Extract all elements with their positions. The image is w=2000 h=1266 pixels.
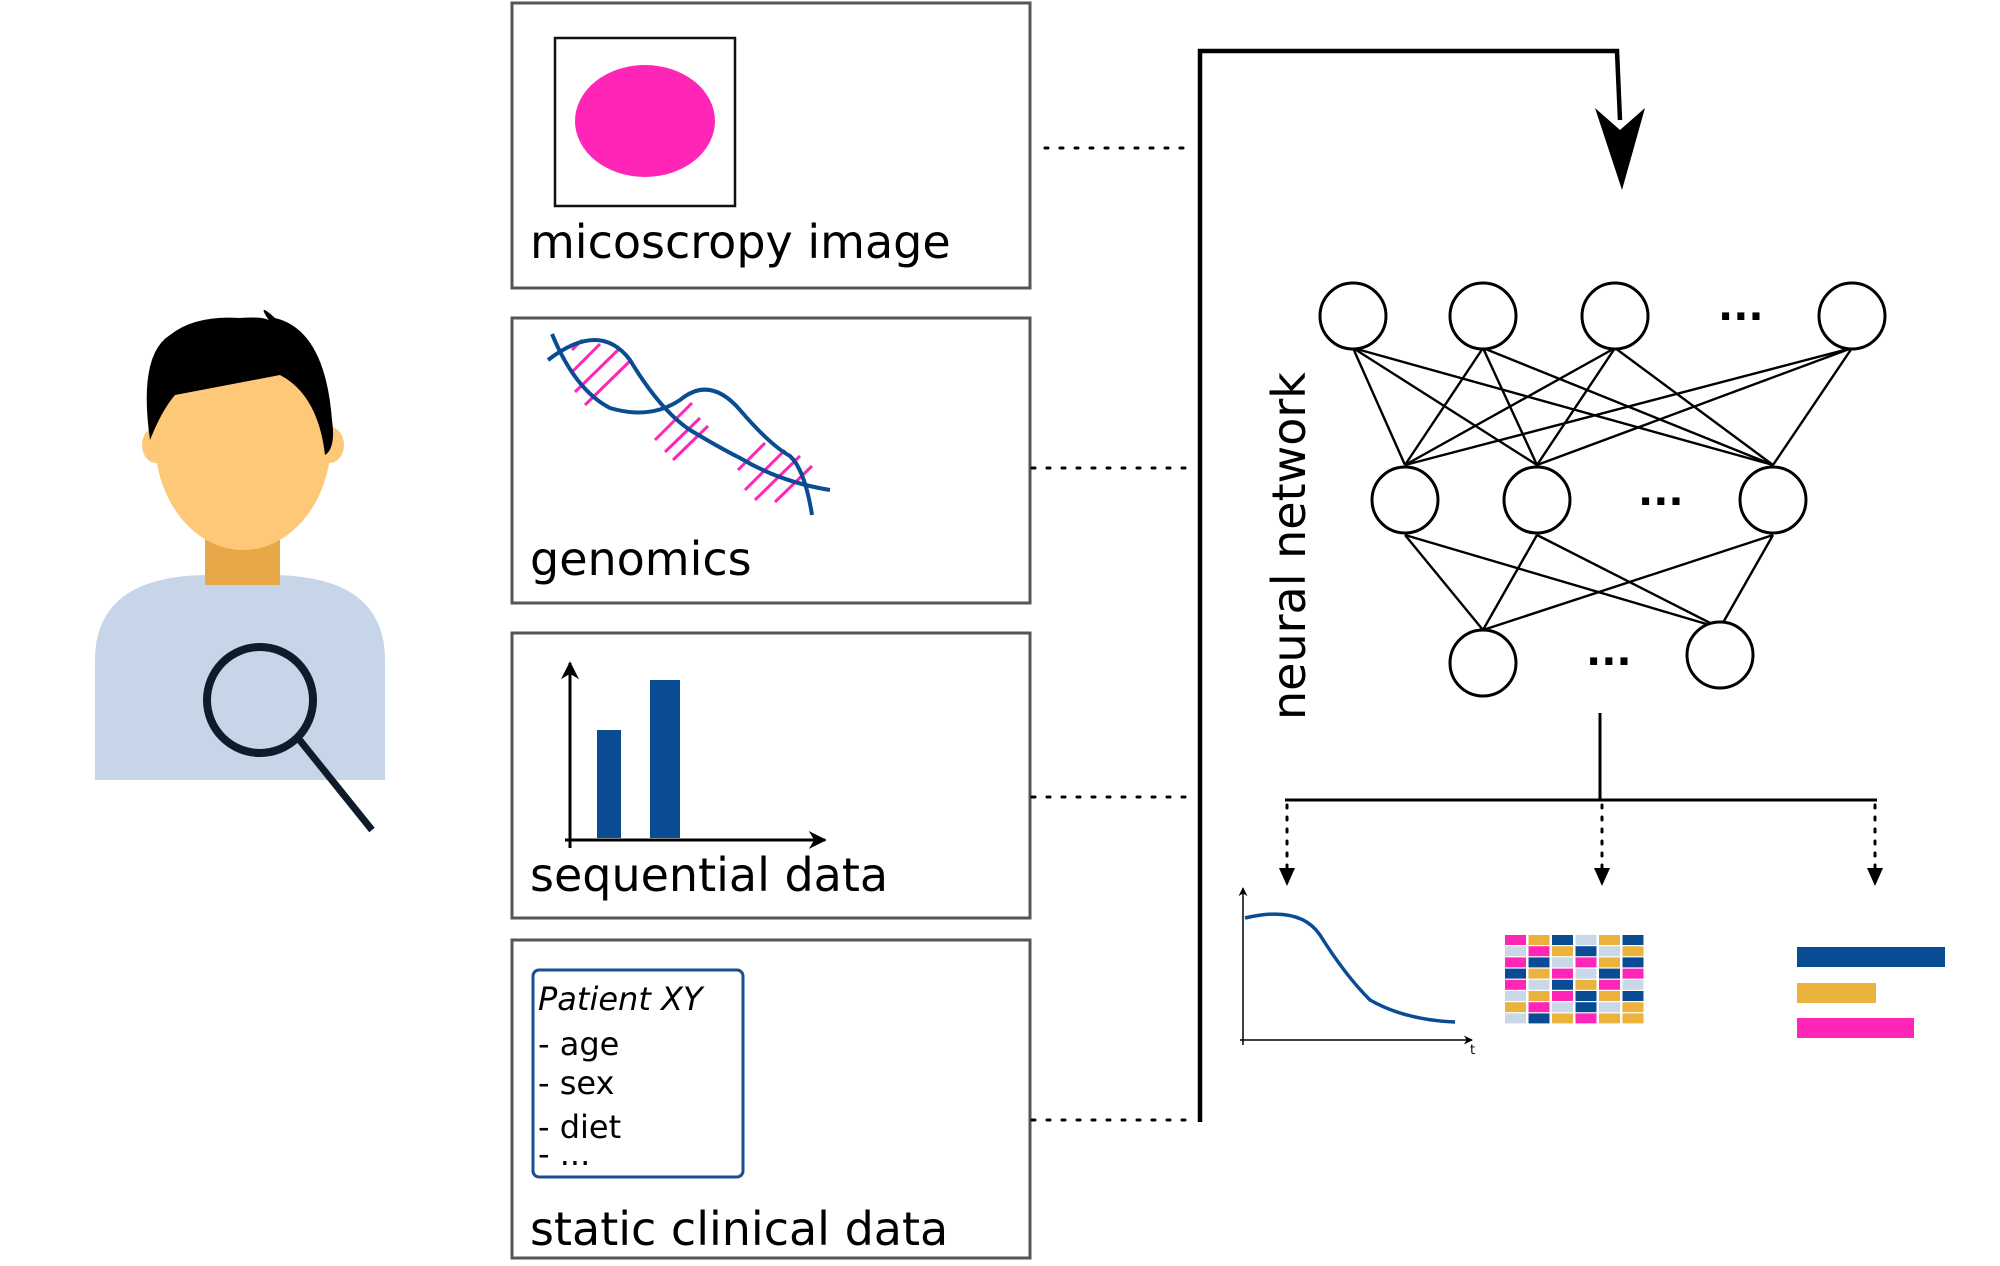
magnifier-handle	[295, 735, 375, 833]
heatmap-cell	[1505, 1002, 1526, 1013]
output-bar-3	[1797, 1018, 1914, 1038]
seq-bar-2	[650, 680, 680, 838]
seq-bar-1	[597, 730, 621, 838]
heatmap-cell	[1528, 1002, 1550, 1013]
heatmap-cell	[1552, 1002, 1573, 1013]
output-heatmap	[1505, 935, 1644, 1024]
heatmap-cell	[1528, 946, 1550, 957]
heatmap-cell	[1505, 1013, 1526, 1024]
heatmap-cell	[1575, 968, 1597, 979]
heatmap-cell	[1622, 991, 1644, 1001]
output-survival-curve: t	[1238, 887, 1475, 1058]
heatmap-cell	[1505, 946, 1526, 957]
flow-line	[1197, 48, 1623, 1122]
heatmap-cell	[1575, 957, 1597, 968]
heatmap-cell	[1575, 979, 1597, 990]
patient-item-sex: - sex	[538, 1064, 614, 1102]
node-input-3	[1580, 281, 1650, 351]
heatmap-cell	[1528, 991, 1550, 1001]
heatmap-cell	[1552, 935, 1573, 945]
heatmap-cell	[1505, 979, 1526, 990]
box-microscopy: micoscropy image	[510, 1, 1032, 290]
heatmap-cell	[1552, 1013, 1573, 1024]
node-output-1	[1448, 628, 1518, 698]
neural-network-label: neural network	[1262, 372, 1316, 720]
heatmap-cell	[1552, 968, 1573, 979]
heatmap-cell	[1505, 991, 1526, 1001]
heatmap-cell	[1575, 1013, 1597, 1024]
magnifier-lens	[203, 643, 317, 757]
heatmap-cell	[1552, 979, 1573, 990]
network-nodes	[1318, 281, 1887, 698]
heatmap-cell	[1575, 935, 1597, 945]
box-clinical: Patient XY - age - sex - diet - ... stat…	[510, 938, 1032, 1260]
heatmap-cell	[1599, 1013, 1620, 1024]
output-bar-1	[1797, 947, 1945, 967]
patient-item-diet: - diet	[538, 1108, 621, 1146]
heatmap-cell	[1505, 968, 1526, 979]
heatmap-cell	[1622, 946, 1644, 957]
heatmap-cell	[1622, 1002, 1644, 1013]
heatmap-cell	[1575, 946, 1597, 957]
patient-item-age: - age	[538, 1025, 619, 1063]
node-hidden-1	[1370, 465, 1440, 535]
clinical-label: static clinical data	[530, 1202, 948, 1256]
node-input-4	[1817, 281, 1887, 351]
node-input-1	[1318, 281, 1388, 351]
heatmap-cell	[1622, 935, 1644, 945]
node-input-2	[1448, 281, 1518, 351]
heatmap-cell	[1622, 957, 1644, 968]
node-hidden-2	[1502, 465, 1572, 535]
heatmap-cell	[1528, 979, 1550, 990]
output-branches	[1279, 713, 1883, 886]
network-edges	[1351, 346, 1853, 632]
heatmap-cell	[1552, 991, 1573, 1001]
patient-card-title: Patient XY	[538, 980, 705, 1018]
heatmap-cell	[1552, 957, 1573, 968]
shirt	[95, 575, 385, 780]
patient-item-more: - ...	[538, 1135, 590, 1173]
heatmap-cell	[1505, 935, 1526, 945]
heatmap-cell	[1575, 1002, 1597, 1013]
heatmap-cell	[1599, 946, 1620, 957]
heatmap-cell	[1599, 979, 1620, 990]
dna-icon	[546, 333, 831, 516]
heatmap-cell	[1622, 968, 1644, 979]
node-output-2	[1685, 620, 1755, 690]
microscopy-label: micoscropy image	[530, 215, 951, 269]
genomics-label: genomics	[530, 532, 752, 586]
box-sequential: sequential data	[510, 631, 1032, 920]
heatmap-cell	[1622, 979, 1644, 990]
ellipsis-layer-2: ...	[1638, 469, 1684, 515]
survival-axis-label: t	[1470, 1043, 1475, 1058]
box-genomics: genomics	[510, 316, 1032, 605]
heatmap-cell	[1528, 957, 1550, 968]
output-bar-2	[1797, 983, 1876, 1003]
heatmap-cell	[1528, 935, 1550, 945]
ellipsis-layer-3: ...	[1586, 629, 1632, 675]
cell-icon	[575, 65, 715, 177]
heatmap-cell	[1599, 991, 1620, 1001]
person-icon	[95, 309, 385, 833]
flow-arrowhead	[1595, 108, 1645, 190]
heatmap-cell	[1552, 946, 1573, 957]
patient-card	[531, 968, 745, 1179]
ellipsis-layer-1: ...	[1718, 284, 1764, 330]
heatmap-cell	[1528, 968, 1550, 979]
heatmap-cell	[1599, 957, 1620, 968]
heatmap-cell	[1528, 1013, 1550, 1024]
heatmap-cell	[1505, 957, 1526, 968]
node-hidden-3	[1738, 465, 1808, 535]
heatmap-cell	[1599, 968, 1620, 979]
output-bars	[1797, 947, 1945, 1038]
heatmap-cell	[1622, 1013, 1644, 1024]
sequential-label: sequential data	[530, 848, 888, 902]
heatmap-cell	[1575, 991, 1597, 1001]
heatmap-cell	[1599, 1002, 1620, 1013]
heatmap-cell	[1599, 935, 1620, 945]
hair	[146, 309, 334, 455]
